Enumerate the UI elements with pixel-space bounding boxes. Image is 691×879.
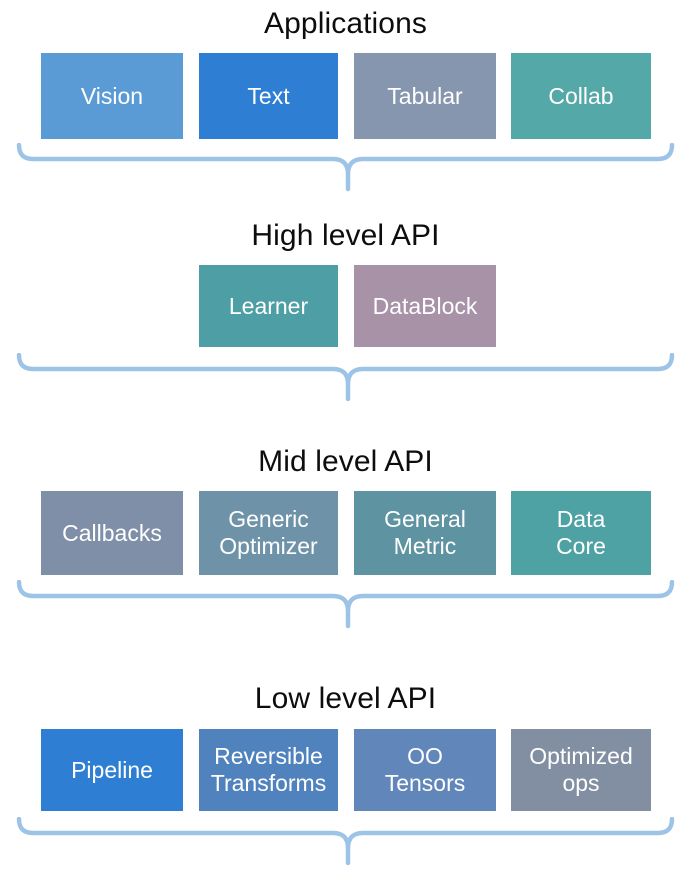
brace-icon [16,143,675,192]
brace-icon [16,817,675,866]
component-box-label: Learner [228,292,309,319]
grouping-brace-low-level-api [0,817,691,879]
component-box-optimized-ops[interactable]: Optimized ops [511,729,651,811]
component-box-data-core[interactable]: Data Core [511,491,651,575]
grouping-brace-mid-level-api [0,580,691,642]
component-box-label: Collab [548,82,614,109]
grouping-brace-high-level-api [0,353,691,415]
component-box-datablock[interactable]: DataBlock [354,265,496,347]
layer-title-high-level-api: High level API [251,219,440,252]
component-box-label: Reversible Transforms [210,743,327,796]
component-box-tabular[interactable]: Tabular [354,53,496,139]
component-box-label: Callbacks [62,519,162,546]
component-box-label: Tabular [387,82,463,109]
component-box-label: Pipeline [71,756,153,783]
component-box-reversible-transforms[interactable]: Reversible Transforms [199,729,338,811]
component-box-label: General Metric [384,506,466,559]
component-box-label: OO Tensors [384,743,466,796]
brace-icon [16,580,675,629]
component-box-label: Optimized ops [529,743,633,796]
layer-title-low-level-api: Low level API [254,682,437,715]
component-box-label: Data Core [556,506,606,559]
component-box-vision[interactable]: Vision [41,53,183,139]
component-box-label: DataBlock [372,292,478,319]
grouping-brace-applications [0,143,691,205]
component-box-general-metric[interactable]: General Metric [354,491,496,575]
brace-icon [16,353,675,402]
component-box-learner[interactable]: Learner [199,265,338,347]
layer-title-mid-level-api: Mid level API [258,445,433,478]
component-box-pipeline[interactable]: Pipeline [41,729,183,811]
component-box-oo-tensors[interactable]: OO Tensors [354,729,496,811]
component-box-label: Vision [80,82,144,109]
component-box-collab[interactable]: Collab [511,53,651,139]
component-box-generic-optimizer[interactable]: Generic Optimizer [199,491,338,575]
component-box-label: Text [247,82,290,109]
layer-title-applications: Applications [264,7,427,40]
component-box-callbacks[interactable]: Callbacks [41,491,183,575]
component-box-label: Generic Optimizer [219,506,318,559]
component-box-text[interactable]: Text [199,53,338,139]
